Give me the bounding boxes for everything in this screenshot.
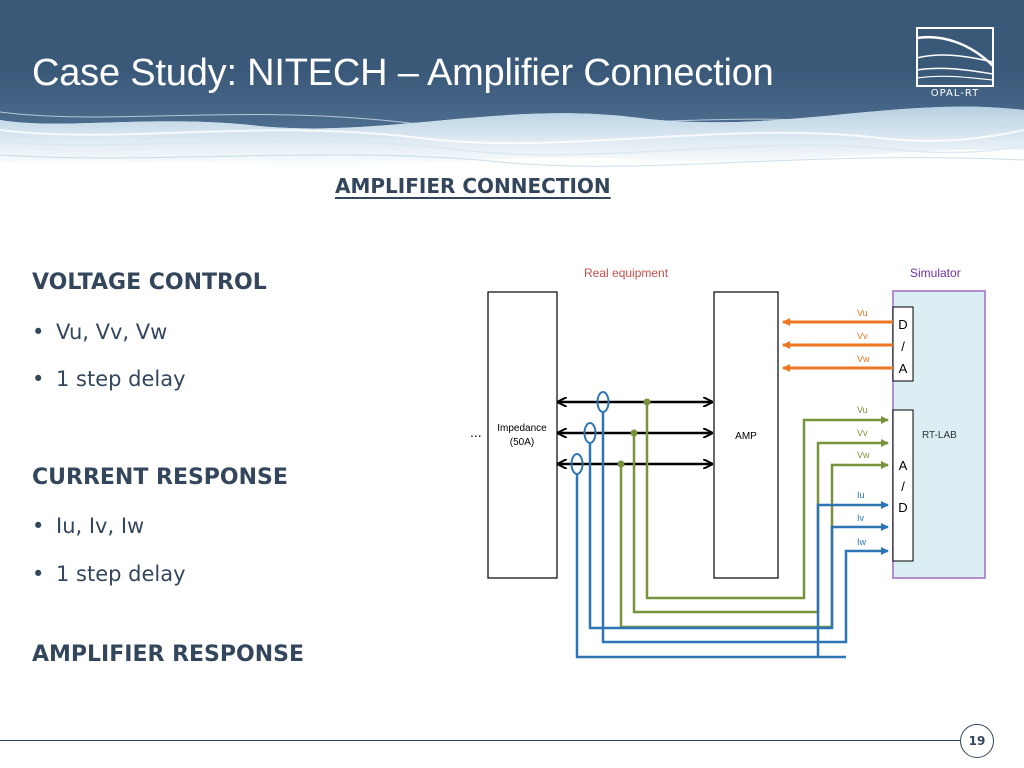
da-letter: A (899, 361, 908, 376)
iw-current-sensor (570, 453, 584, 475)
amp-box (713, 291, 779, 579)
iw-measure-wire (601, 412, 889, 644)
vw-in-label: Vw (857, 450, 870, 460)
ad-letter: / (901, 479, 905, 494)
bullet-item: • Iu, Iv, Iw (32, 514, 144, 538)
bullet-glyph: • (32, 514, 45, 538)
vu-tap-dot (643, 398, 651, 406)
ad-letter: A (899, 458, 908, 473)
da-letter: / (901, 339, 905, 354)
simulator-label: Simulator (910, 266, 961, 280)
iu-measure-wire (816, 501, 889, 657)
vw-out-label: Vw (857, 354, 870, 364)
impedance-rating: (50A) (510, 437, 534, 448)
da-letter: D (898, 317, 907, 332)
footer-divider (0, 740, 960, 741)
bullet-item: • 1 step delay (32, 367, 186, 391)
amplifier-response-heading: AMPLIFIER RESPONSE (32, 642, 305, 667)
wave-banner-graphic (0, 0, 1024, 185)
vu-measure-wire (645, 402, 889, 600)
bullet-text: 1 step delay (56, 367, 186, 391)
vu-in-label: Vu (857, 405, 868, 415)
iu-current-sensor (596, 391, 610, 413)
vu-out-label: Vu (857, 308, 868, 318)
impedance-box (487, 291, 558, 579)
iu-return-wire (575, 474, 846, 659)
slide-title: Case Study: NITECH – Amplifier Connectio… (32, 52, 774, 94)
ad-letter: D (898, 500, 907, 515)
title-banner: Case Study: NITECH – Amplifier Connectio… (0, 0, 1024, 185)
bullet-text: Vu, Vv, Vw (56, 320, 168, 344)
iv-current-sensor (583, 422, 597, 444)
vv-out-label: Vv (857, 331, 868, 341)
iu-in-label: Iu (857, 490, 865, 500)
amp-label: AMP (735, 431, 757, 442)
ellipsis-label: ... (470, 424, 482, 440)
voltage-control-heading: VOLTAGE CONTROL (32, 270, 267, 295)
real-equipment-label: Real equipment (584, 266, 669, 280)
page-number: 19 (960, 724, 994, 758)
bullet-text: Iu, Iv, Iw (56, 514, 145, 538)
rt-lab-label: RT-LAB (922, 430, 957, 441)
iv-in-label: Iv (857, 513, 865, 523)
vv-in-label: Vv (857, 428, 868, 438)
opal-rt-logo (916, 27, 994, 87)
logo-text: OPAL-RT (930, 88, 980, 99)
bullet-item: • Vu, Vv, Vw (32, 320, 167, 344)
impedance-label: Impedance (497, 423, 547, 434)
bullet-glyph: • (32, 320, 45, 344)
bullet-glyph: • (32, 367, 45, 391)
iw-in-label: Iw (857, 537, 867, 547)
vw-tap-dot (617, 460, 625, 468)
vv-tap-dot (630, 429, 638, 437)
bullet-glyph: • (32, 562, 45, 586)
current-response-heading: CURRENT RESPONSE (32, 465, 288, 490)
iv-measure-wire (588, 443, 889, 630)
section-heading: AMPLIFIER CONNECTION (335, 174, 611, 198)
bullet-text: 1 step delay (56, 562, 186, 586)
bullet-item: • 1 step delay (32, 562, 186, 586)
ad-converter-box (892, 409, 914, 562)
